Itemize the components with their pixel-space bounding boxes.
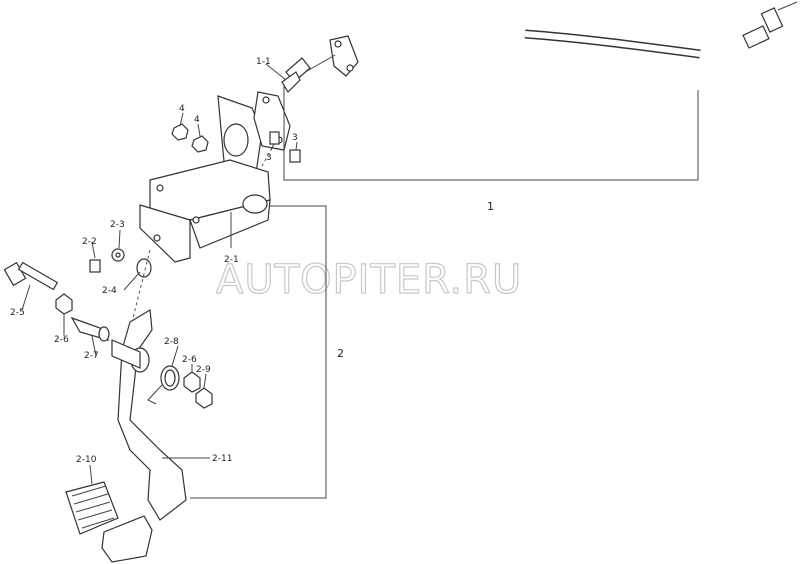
- washer-2-3: [111, 248, 125, 262]
- pedal-bracket: [139, 95, 271, 263]
- nut-4b: [191, 135, 209, 153]
- pedal-pad: [65, 481, 153, 563]
- pedal-arm: [111, 308, 187, 521]
- callout-3b: 3: [292, 133, 298, 143]
- callout-2-3: 2-3: [110, 220, 125, 230]
- callout-2-9: 2-9: [196, 365, 211, 375]
- callout-3a: 3: [266, 153, 272, 163]
- nut-4a: [171, 123, 189, 141]
- callout-2-5: 2-5: [10, 308, 25, 318]
- callout-2: 2: [337, 347, 344, 360]
- watermark: AUTOPITER.RU: [216, 257, 522, 303]
- callout-2-8: 2-8: [164, 337, 179, 347]
- callout-2-1: 2-1: [224, 255, 239, 265]
- callout-2-7: 2-7: [84, 351, 99, 361]
- callout-2-11: 2-11: [212, 454, 232, 464]
- nut-2-9: [195, 387, 213, 409]
- callout-1-1: 1-1: [256, 57, 271, 67]
- bolt-3a: [269, 131, 280, 145]
- callout-2-2: 2-2: [82, 237, 97, 247]
- bolt-2-2: [89, 259, 101, 273]
- nut-2-6: [55, 293, 73, 315]
- bushing-2-7: [70, 316, 110, 342]
- return-spring: [147, 365, 180, 405]
- callout-2-6b: 2-6: [182, 355, 197, 365]
- bolt-3b: [289, 149, 301, 163]
- callout-labels: 1 1-1 2 2-1 2-2 2-3 2-4 2-5 2-6 2-7 2-8 …: [10, 57, 494, 465]
- callout-4a: 4: [179, 104, 185, 114]
- callout-2-10: 2-10: [76, 455, 97, 465]
- callout-2-4: 2-4: [102, 286, 117, 296]
- callout-2-6: 2-6: [54, 335, 69, 345]
- collar-2-4: [136, 258, 152, 278]
- callout-1: 1: [487, 200, 494, 213]
- leader-lines: [21, 63, 699, 499]
- clutch-cable: [299, 1, 798, 77]
- cable-clevis: [281, 57, 311, 93]
- callout-4b: 4: [194, 115, 200, 125]
- pivot-bolt-2-5: [3, 261, 59, 291]
- nut-2-6b: [183, 371, 201, 393]
